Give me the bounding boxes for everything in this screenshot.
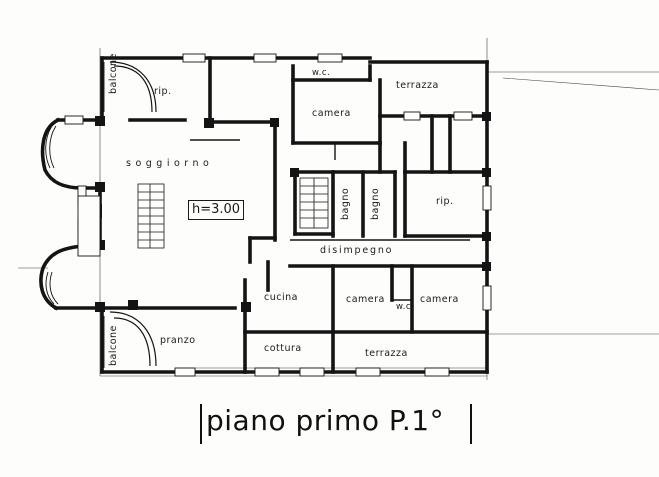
structural-walls [39,56,489,374]
label-bagno-2: bagno [370,187,381,220]
height-note: h=3.00 [188,200,245,220]
label-balcone-top: balcone [108,53,119,94]
label-wc-top: w.c. [312,68,331,78]
label-cottura: cottura [264,343,302,354]
plan-title: piano primo P.1° [206,404,445,437]
label-cucina: cucina [264,292,298,303]
title-frame [200,404,472,444]
label-disimpegno: disimpegno [320,245,394,256]
label-terrazza-bottom: terrazza [365,348,408,359]
label-wc-mid: w.c. [396,302,415,312]
label-camera-top: camera [312,108,351,119]
label-balcone-bottom: balcone [108,325,119,366]
label-bagno-1: bagno [340,187,351,220]
stair-soggiorno [137,183,165,249]
windows [64,53,492,377]
label-pranzo: pranzo [160,335,196,346]
stair-core [299,177,329,229]
balconies [103,61,157,368]
partitions [190,66,470,301]
bay-glazing [45,125,59,305]
label-camera-mid: camera [346,294,385,305]
label-camera-right: camera [420,294,459,305]
label-rip-top: rip. [154,86,172,97]
label-soggiorno: soggiorno [126,158,214,169]
label-rip-right: rip. [436,196,454,207]
label-terrazza-top: terrazza [396,80,439,91]
